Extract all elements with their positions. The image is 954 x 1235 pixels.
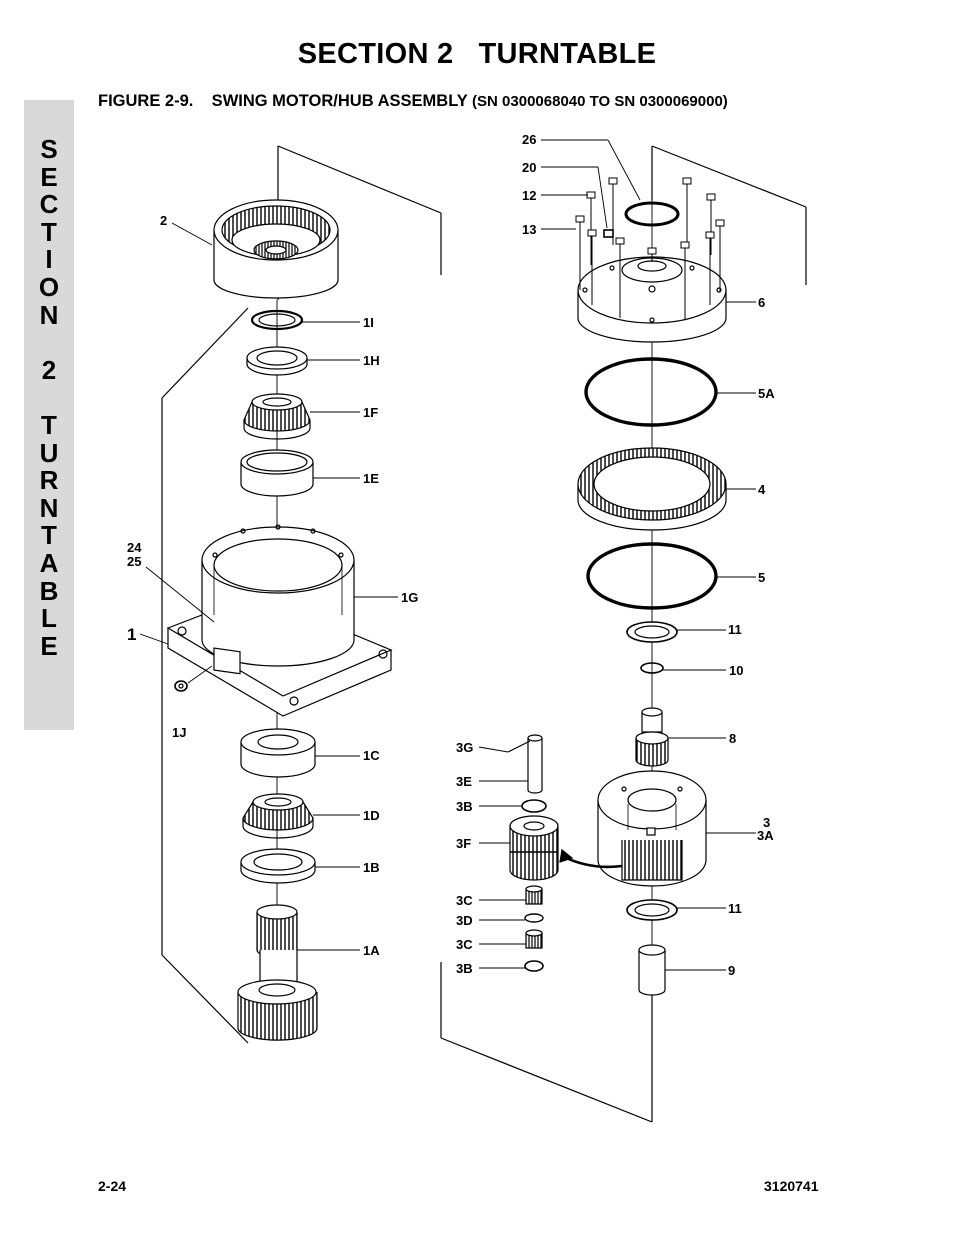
part-1H-bearing-cup [246,346,308,376]
callout-1E: 1E [363,471,379,486]
part-4-ring-gear [577,447,727,531]
callout-3D: 3D [456,913,473,928]
section-title: SECTION 2 TURNTABLE [297,38,657,70]
figure-title: FIGURE 2-9. SWING MOTOR/HUB ASSEMBLY (SN… [98,92,728,111]
figure-serial-range: (SN 0300068040 TO SN 0300069000) [472,93,728,110]
callout-11-upper: 11 [728,622,742,637]
part-3B-washer-lower [524,960,544,972]
callout-26: 26 [522,132,536,147]
side-tab-letter: T [41,216,57,247]
callout-1H: 1H [363,353,380,368]
part-5-o-ring [586,542,718,610]
side-tab-letter: N [39,299,59,330]
side-tab-letter: C [39,189,59,220]
callout-3B-lower: 3B [456,961,473,976]
left-bracket-lines [161,145,442,1044]
part-1J-fitting [174,665,213,692]
part-8-input-shaft [635,707,669,767]
part-10-ring [640,662,664,674]
part-11-thrust-washer-lower [626,899,678,921]
callout-3A: 3A [757,828,774,843]
side-tab-letter: E [40,630,58,661]
side-tab-letter: B [39,575,59,606]
part-5A-o-ring [584,357,718,427]
callout-leader-lines [139,139,756,971]
callout-1C: 1C [363,748,380,763]
part-1G-hub-housing [166,524,393,717]
part-2-ring-gear [213,199,339,299]
callout-1D: 1D [363,808,380,823]
callout-3B-upper: 3B [456,799,473,814]
part-3A-planet-carrier [597,770,707,887]
assembly-arrow-head [559,848,574,863]
callout-20: 20 [522,160,536,175]
part-3C-needle-bearing-lower [525,929,543,949]
callout-11-lower: 11 [728,901,742,916]
part-3E-planet-pin [507,734,543,794]
callout-1B: 1B [363,860,380,875]
callout-3F: 3F [456,836,471,851]
callout-3C-lower: 3C [456,937,473,952]
side-tab-letter: L [41,603,57,634]
figure-title-main: FIGURE 2-9. SWING MOTOR/HUB ASSEMBLY [98,92,473,110]
part-1C-bearing-cup [240,728,316,778]
part-3F-planet-gear [509,815,559,881]
part-1I-snap-ring [250,309,304,331]
side-tab-letter: T [41,409,57,440]
page-number: 2-24 [98,1178,127,1194]
side-tab-letter: I [45,244,53,275]
callout-1I: 1I [363,315,374,330]
part-1B-bearing-cup [240,848,316,884]
callout-5: 5 [758,570,765,585]
callout-1F: 1F [363,405,378,420]
side-tab-letter: N [39,492,59,523]
callout-25: 25 [127,554,141,569]
callout-3E: 3E [456,774,472,789]
side-tab-letter: S [40,134,58,164]
side-tab-letter: E [40,161,58,192]
callout-2: 2 [160,213,167,228]
part-1A-pinion-shaft [237,904,318,1041]
side-tab-letter: U [39,437,59,468]
callout-6: 6 [758,295,765,310]
callout-13: 13 [522,222,536,237]
callout-9: 9 [728,963,735,978]
part-6-end-cover [577,256,727,343]
callout-labels: 2 1I 1H 1F 1E 24 25 1G 1 1J 1C 1D 1B 1A … [127,132,775,978]
document-number: 3120741 [764,1178,819,1194]
callout-8: 8 [729,731,736,746]
side-tab-letter: O [38,271,60,302]
callout-24: 24 [127,540,142,555]
part-1F-bearing-cone [243,393,311,440]
callout-1A: 1A [363,943,380,958]
callout-1J: 1J [172,725,186,740]
part-26-o-ring [624,201,680,227]
callout-4: 4 [758,482,766,497]
callout-5A: 5A [758,386,775,401]
callout-12: 12 [522,188,536,203]
callout-3C-upper: 3C [456,893,473,908]
part-3B-washer-upper [521,799,547,813]
part-1E-sleeve [240,449,314,497]
side-tab-letter: R [39,465,59,496]
part-1D-bearing-cone [242,793,314,839]
side-tab-letter: 2 [41,354,57,385]
part-9-spacer [638,944,666,996]
part-3C-needle-bearing-upper [525,885,543,905]
callout-10: 10 [729,663,743,678]
side-tab-letter: A [39,547,59,578]
side-tab-letter: T [41,520,57,551]
callout-1: 1 [127,625,136,644]
part-11-thrust-washer-upper [626,621,678,643]
part-3D-spacer [524,913,544,923]
callout-1G: 1G [401,590,418,605]
callout-3: 3 [763,815,770,830]
callout-3G: 3G [456,740,473,755]
right-bracket-lines [440,145,807,1123]
